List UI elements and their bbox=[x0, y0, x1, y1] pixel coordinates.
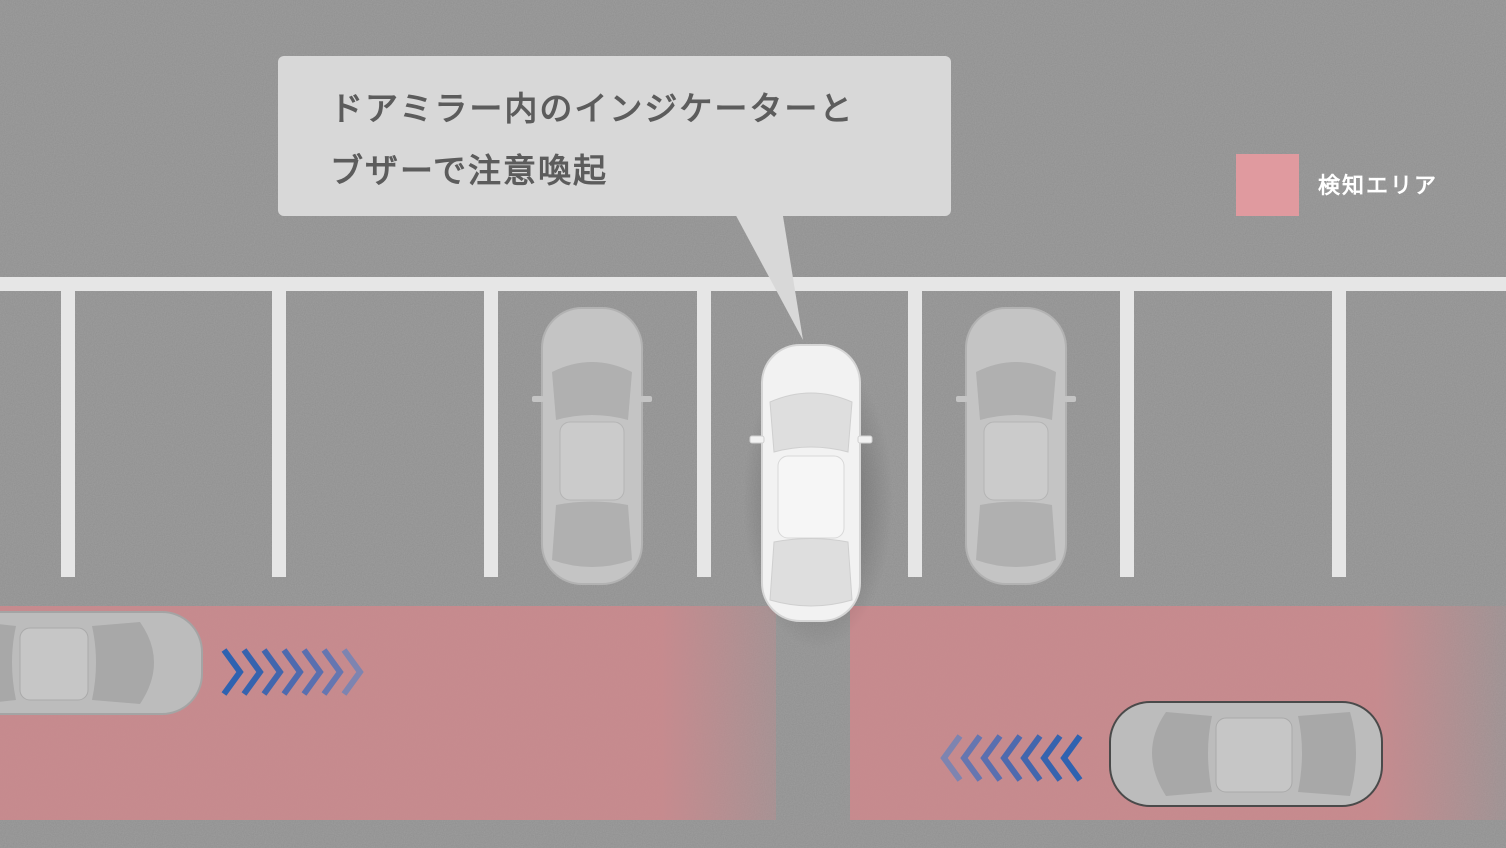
parking-line bbox=[272, 291, 286, 577]
parking-line bbox=[697, 291, 711, 577]
parking-line-top bbox=[0, 277, 1506, 291]
parked-car-left bbox=[532, 307, 652, 585]
chevron-right-icon bbox=[321, 648, 344, 696]
callout-pointer bbox=[733, 210, 803, 340]
chevron-right-icon bbox=[221, 648, 244, 696]
legend-swatch bbox=[1236, 154, 1299, 216]
chevron-left-icon bbox=[940, 734, 963, 782]
chevron-left-icon bbox=[960, 734, 983, 782]
crossing-car-right bbox=[1109, 701, 1383, 807]
own-car bbox=[743, 344, 893, 650]
chevron-left-icon bbox=[1000, 734, 1023, 782]
chevron-left-icon bbox=[980, 734, 1003, 782]
parking-line bbox=[908, 291, 922, 577]
parked-car-right bbox=[956, 307, 1076, 585]
approach-arrows-left bbox=[940, 734, 1083, 782]
chevron-right-icon bbox=[241, 648, 264, 696]
chevron-right-icon bbox=[301, 648, 324, 696]
chevron-right-icon bbox=[261, 648, 284, 696]
parking-line bbox=[61, 291, 75, 577]
chevron-right-icon bbox=[281, 648, 304, 696]
chevron-right-icon bbox=[341, 648, 364, 696]
chevron-left-icon bbox=[1060, 734, 1083, 782]
callout-line-1: ドアミラー内のインジケーターと bbox=[330, 89, 855, 128]
parking-line bbox=[484, 291, 498, 577]
callout-box: ドアミラー内のインジケーターと ブザーで注意喚起 bbox=[278, 56, 951, 216]
callout-text: ドアミラー内のインジケーターと ブザーで注意喚起 bbox=[330, 78, 930, 202]
parking-lines bbox=[0, 277, 1506, 577]
chevron-left-icon bbox=[1020, 734, 1043, 782]
parking-line bbox=[1332, 291, 1346, 577]
chevron-left-icon bbox=[1040, 734, 1063, 782]
callout-line-2: ブザーで注意喚起 bbox=[330, 151, 609, 190]
crossing-car-left bbox=[0, 611, 203, 715]
legend-label: 検知エリア bbox=[1318, 174, 1439, 199]
parking-line bbox=[1120, 291, 1134, 577]
approach-arrows-right bbox=[221, 648, 364, 696]
